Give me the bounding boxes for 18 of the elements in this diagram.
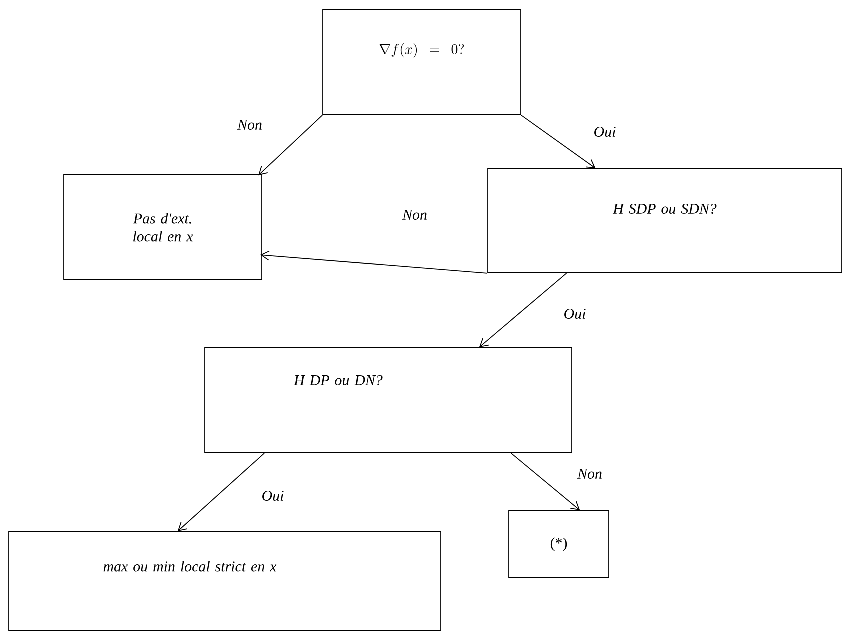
arrow — [510, 453, 580, 511]
process-box: (*) — [508, 510, 610, 578]
arrow — [521, 115, 596, 169]
arrow — [260, 250, 488, 274]
edge-label: Non — [236, 119, 264, 131]
edge-label: Non — [402, 209, 428, 221]
process-box: $\nabla f(x) = 0?$ — [322, 10, 522, 116]
arrow — [178, 453, 265, 532]
arrow — [479, 273, 568, 348]
edge-label: Oui — [562, 308, 588, 320]
edge-label: Oui — [592, 126, 618, 138]
arrow — [258, 115, 323, 176]
edge-label: Oui — [260, 490, 286, 502]
process-box: max ou min local strict en x — [8, 532, 442, 632]
edge-label: Non — [576, 468, 604, 480]
process-box: Pas d'ext. local en x — [64, 174, 262, 280]
process-box: H SDP ou SDN? — [488, 168, 842, 274]
process-box: H DP ou DN? — [204, 348, 572, 454]
